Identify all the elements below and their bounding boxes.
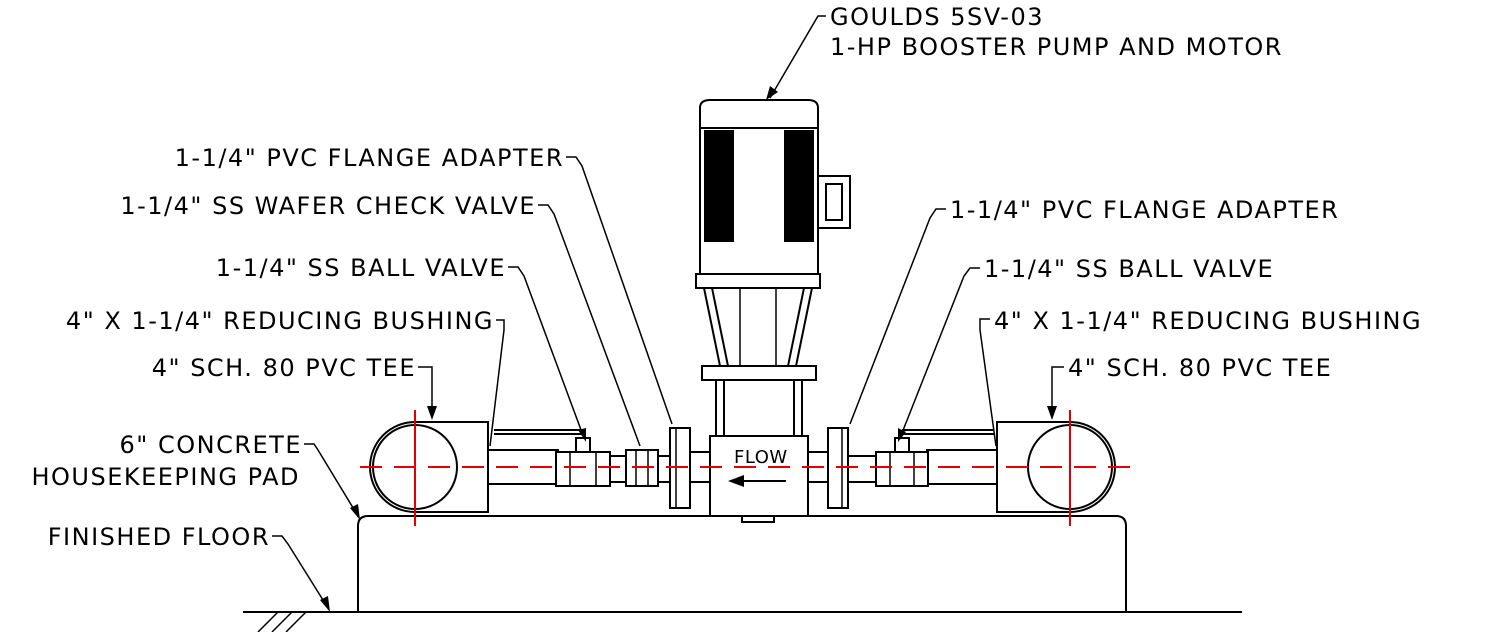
label-pad-line2: HOUSEKEEPING PAD: [31, 463, 300, 491]
label-left-check-valve: 1-1/4" SS WAFER CHECK VALVE: [120, 192, 536, 220]
callouts-left: 1-1/4" PVC FLANGE ADAPTER 1-1/4" SS WAFE…: [31, 144, 564, 551]
callouts-right: GOULDS 5SV-03 1-HP BOOSTER PUMP AND MOTO…: [830, 3, 1422, 382]
pump-body: [689, 435, 809, 523]
label-finished-floor: FINISHED FLOOR: [48, 523, 270, 551]
label-left-ball-valve: 1-1/4" SS BALL VALVE: [216, 254, 506, 282]
label-pump-line1: GOULDS 5SV-03: [830, 3, 1044, 31]
finished-floor: [243, 611, 1242, 632]
pump-motor: [699, 99, 851, 275]
right-piping: [807, 427, 998, 509]
label-pump-line2: 1-HP BOOSTER PUMP AND MOTOR: [830, 33, 1283, 61]
motor-cooling-fins: [704, 130, 814, 242]
flow-indicator: FLOW: [728, 447, 788, 487]
housekeeping-pad: [357, 515, 1127, 612]
label-left-flange-adapter: 1-1/4" PVC FLANGE ADAPTER: [175, 144, 564, 172]
label-right-tee: 4" SCH. 80 PVC TEE: [1068, 354, 1332, 382]
flow-label: FLOW: [734, 447, 788, 468]
centerlines: [360, 410, 1130, 526]
label-right-flange-adapter: 1-1/4" PVC FLANGE ADAPTER: [950, 196, 1339, 224]
label-pad-line1: 6" CONCRETE: [120, 431, 302, 459]
label-right-reducing-bushing: 4" X 1-1/4" REDUCING BUSHING: [994, 307, 1422, 335]
label-left-reducing-bushing: 4" X 1-1/4" REDUCING BUSHING: [66, 307, 494, 335]
label-left-tee: 4" SCH. 80 PVC TEE: [152, 354, 416, 382]
leader-lines: [272, 15, 1064, 612]
pump-column: [695, 273, 821, 436]
left-piping: [487, 427, 691, 509]
label-right-ball-valve: 1-1/4" SS BALL VALVE: [984, 255, 1274, 283]
